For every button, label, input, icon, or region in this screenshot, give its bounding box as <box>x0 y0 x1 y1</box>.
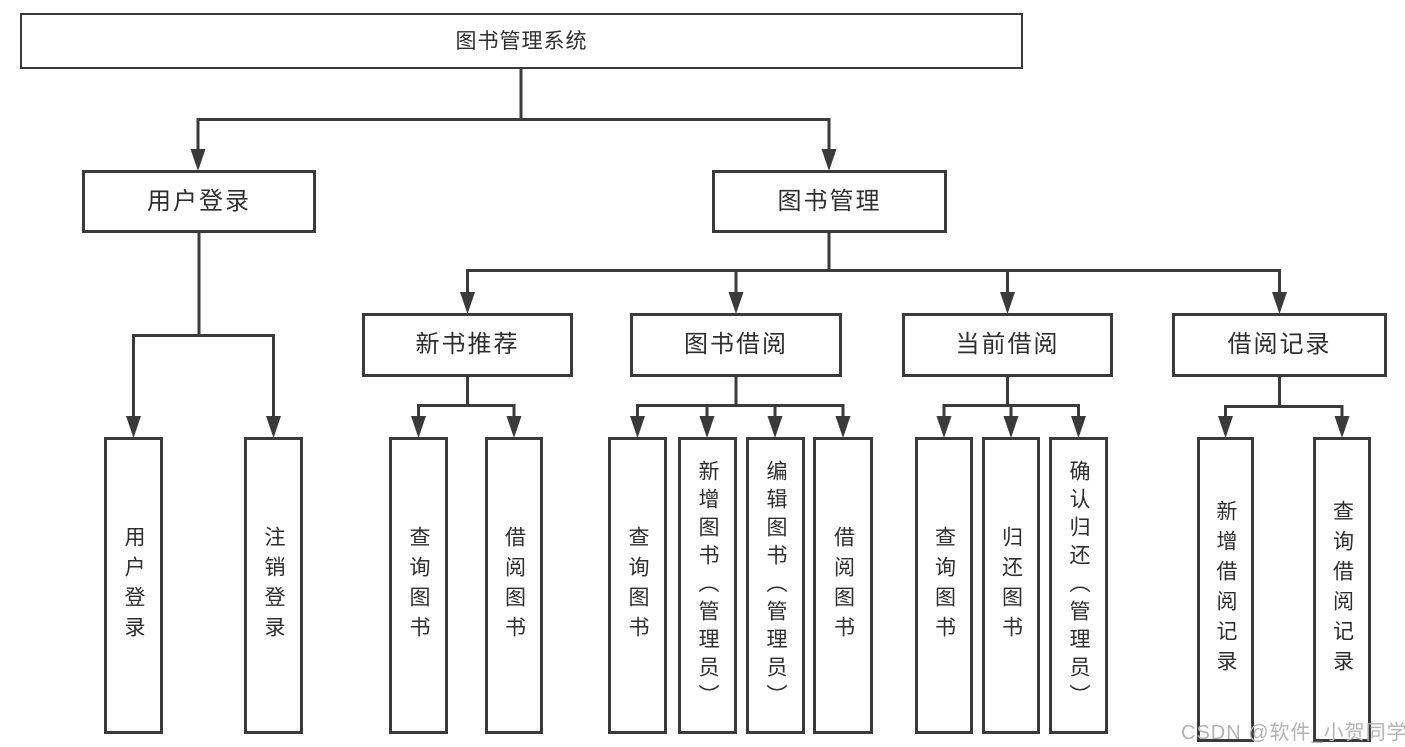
node-label: 查询借阅记录 <box>1330 499 1354 680</box>
arrowhead-down-icon <box>1272 292 1287 314</box>
node-current-borrowing: 当前借阅 <box>902 313 1113 377</box>
node-label: 查询图书 <box>626 525 649 646</box>
node-label: 查询图书 <box>932 525 956 646</box>
arrowhead-down-icon <box>1334 416 1350 438</box>
arrowhead-down-icon <box>699 416 715 438</box>
node-leaf-user-login: 用户登录 <box>104 437 163 734</box>
node-label: 图书管理 <box>777 187 882 215</box>
node-leaf-edit-books-admin: 编辑图书（管理员） <box>746 437 805 734</box>
arrowhead-down-icon <box>821 149 837 171</box>
arrowhead-down-icon <box>835 416 851 438</box>
node-label: 当前借阅 <box>955 331 1060 358</box>
node-label: 归还图书 <box>999 525 1023 646</box>
arrowhead-down-icon <box>630 416 645 438</box>
node-leaf-query-borrow-record: 查询借阅记录 <box>1313 437 1371 742</box>
node-library-management-system: 图书管理系统 <box>20 13 1023 69</box>
node-user-login: 用户登录 <box>82 170 316 233</box>
node-label: 查询图书 <box>407 525 430 646</box>
arrowhead-down-icon <box>266 416 281 438</box>
arrowhead-down-icon <box>1071 416 1086 438</box>
arrowhead-down-icon <box>1218 416 1233 438</box>
arrowhead-down-icon <box>767 416 783 438</box>
arrowhead-group <box>126 149 1350 438</box>
node-label: 注销登录 <box>262 525 285 646</box>
node-leaf-add-borrow-record: 新增借阅记录 <box>1197 437 1254 742</box>
node-leaf-add-books-admin: 新增图书（管理员） <box>678 437 737 734</box>
node-leaf-query-books: 查询图书 <box>915 437 973 734</box>
node-label: 借阅记录 <box>1227 331 1332 358</box>
node-book-borrowing: 图书借阅 <box>630 313 842 377</box>
arrowhead-down-icon <box>936 416 952 438</box>
node-label: 确认归还（管理员） <box>1067 459 1090 712</box>
node-label: 编辑图书（管理员） <box>764 459 787 712</box>
node-label: 借阅图书 <box>502 525 526 646</box>
node-leaf-confirm-return-admin: 确认归还（管理员） <box>1049 437 1108 734</box>
arrowhead-down-icon <box>728 292 744 314</box>
node-label: 图书管理系统 <box>455 29 588 53</box>
node-leaf-query-books: 查询图书 <box>389 437 448 734</box>
arrowhead-down-icon <box>1003 416 1019 438</box>
csdn-watermark: CSDN @软件_小贺同学 <box>1181 722 1405 744</box>
arrowhead-down-icon <box>190 149 206 171</box>
node-new-book-recommend: 新书推荐 <box>362 313 573 377</box>
node-label: 用户登录 <box>147 187 251 215</box>
arrowhead-down-icon <box>460 292 475 314</box>
node-label: 借阅图书 <box>831 525 855 646</box>
node-leaf-borrow-books: 借阅图书 <box>485 437 543 734</box>
node-borrowing-records: 借阅记录 <box>1172 313 1387 377</box>
node-leaf-logout: 注销登录 <box>244 437 303 734</box>
node-leaf-return-books: 归还图书 <box>982 437 1040 734</box>
node-label: 图书借阅 <box>684 331 788 358</box>
node-label: 新增借阅记录 <box>1214 499 1237 680</box>
arrowhead-down-icon <box>411 416 426 438</box>
arrowhead-down-icon <box>506 416 522 438</box>
node-leaf-borrow-books: 借阅图书 <box>813 437 873 734</box>
node-label: 新书推荐 <box>415 331 520 358</box>
node-book-management: 图书管理 <box>712 170 947 233</box>
arrowhead-down-icon <box>126 416 141 438</box>
arrowhead-down-icon <box>1000 292 1015 314</box>
node-leaf-query-books: 查询图书 <box>608 437 667 734</box>
node-label: 新增图书（管理员） <box>696 459 719 712</box>
node-label: 用户登录 <box>122 525 145 646</box>
